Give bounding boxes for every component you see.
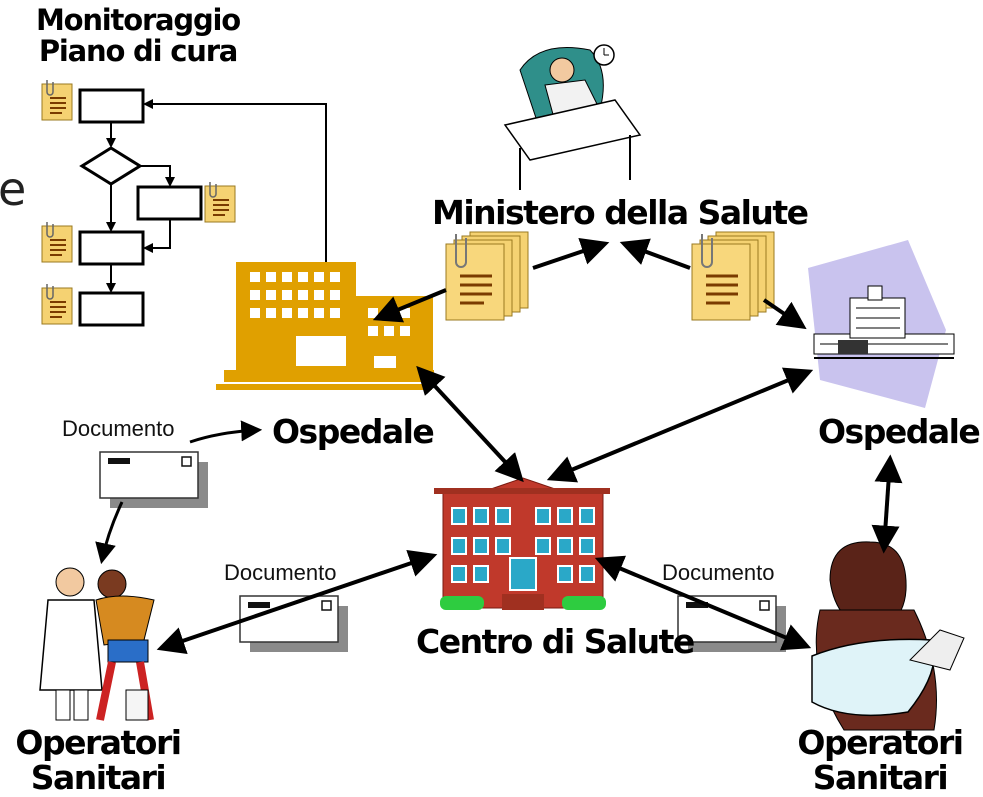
centro-label: Centro di Salute [416, 622, 695, 661]
edge-glyph: e [0, 162, 27, 216]
flow-box-1 [78, 88, 145, 124]
flow-decision [79, 146, 143, 186]
arrow-centro-operatori-right [594, 555, 812, 651]
hospital-right-illustration [808, 240, 955, 408]
arrow-ministero-right [619, 238, 691, 270]
document-label-top-left: Documento [62, 416, 175, 441]
flow-box-3 [78, 230, 145, 266]
envelope-bottom-right [677, 595, 787, 653]
operatori-left-line1: Operatori [15, 723, 182, 762]
document-icon [204, 181, 236, 223]
arrow-hospital-right-centro [546, 367, 814, 483]
flowchart-title: Monitoraggio Piano di cura [18, 6, 258, 66]
envelope-top-left [99, 451, 209, 509]
flowchart-title-line1: Monitoraggio [35, 3, 241, 37]
document-label-bottom-left: Documento [224, 560, 337, 585]
flow-box-4 [78, 291, 145, 327]
flow-box-2 [136, 185, 203, 221]
arrow-ospedale-right-operatori [871, 454, 903, 554]
ospedale-left-label: Ospedale [272, 412, 435, 451]
arrow-docs-to-right-hospital [762, 298, 807, 330]
operatori-left-line2: Sanitari [30, 758, 167, 797]
arrow-hospital-left-centro [416, 365, 524, 483]
arrow-envelope-to-ospedale [189, 420, 263, 444]
document-icon [41, 79, 73, 121]
connection-arrows [95, 237, 903, 655]
flowchart-title-line2: Piano di cura [38, 34, 239, 68]
operatori-right-label: Operatori Sanitari [790, 726, 970, 794]
operatori-right-line1: Operatori [797, 723, 964, 762]
arrow-envelope-to-operatori [95, 501, 124, 565]
document-icon [41, 283, 73, 325]
hospital-left-illustration [216, 262, 434, 390]
flowchart [41, 79, 327, 327]
document-icon [41, 221, 73, 263]
arrow-docs-to-left-hospital [372, 288, 447, 323]
document-label-bottom-right: Documento [662, 560, 775, 585]
medic-gloves-illustration [811, 541, 965, 731]
operatori-left-label: Operatori Sanitari [8, 726, 188, 794]
ospedale-right-label: Ospedale [818, 412, 981, 451]
document-stack-right [690, 230, 776, 322]
ministry-clerk-illustration [503, 44, 642, 190]
operatori-right-line2: Sanitari [812, 758, 949, 797]
health-center-illustration [434, 477, 610, 610]
doctor-patient-illustration [39, 567, 155, 721]
document-stack-left [444, 230, 530, 322]
ministero-label: Ministero della Salute [432, 193, 809, 232]
arrow-ministero-left [532, 237, 610, 270]
arrow-centro-operatori-left [156, 549, 438, 655]
